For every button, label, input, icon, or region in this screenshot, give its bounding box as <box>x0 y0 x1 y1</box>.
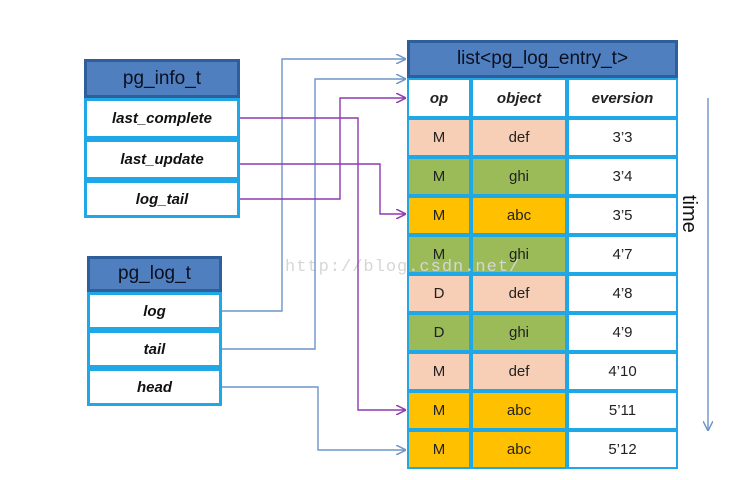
cell-object: ghi <box>471 157 567 196</box>
arrow-log-tail-to-list <box>240 98 405 200</box>
arrow-tail-to-list <box>222 79 405 350</box>
cell-op: M <box>407 391 471 430</box>
field-head: head <box>87 368 222 406</box>
arrow-log-to-list <box>222 59 405 312</box>
arrow-last-update-to-entry <box>240 163 405 214</box>
list-title: list<pg_log_entry_t> <box>407 40 678 78</box>
cell-eversion: 3’3 <box>567 118 678 157</box>
pg-info-title: pg_info_t <box>84 59 240 98</box>
field-log: log <box>87 292 222 330</box>
cell-object: ghi <box>471 235 567 274</box>
watermark: http://blog.csdn.net/ <box>285 258 521 277</box>
cell-op: M <box>407 118 471 157</box>
field-log-tail: log_tail <box>84 180 240 218</box>
cell-eversion: 5’12 <box>567 430 678 469</box>
cell-eversion: 5’11 <box>567 391 678 430</box>
column-header-eversion: eversion <box>567 78 678 118</box>
cell-eversion: 4’8 <box>567 274 678 313</box>
cell-eversion: 3’5 <box>567 196 678 235</box>
arrow-last-complete-to-entry <box>240 117 405 410</box>
cell-op: D <box>407 274 471 313</box>
cell-object: abc <box>471 196 567 235</box>
column-header-op: op <box>407 78 471 118</box>
field-last-complete: last_complete <box>84 98 240 139</box>
cell-op: M <box>407 157 471 196</box>
cell-op: D <box>407 313 471 352</box>
cell-op: M <box>407 196 471 235</box>
arrow-head-to-last-entry <box>222 386 405 450</box>
cell-op: M <box>407 430 471 469</box>
cell-object: abc <box>471 391 567 430</box>
field-tail: tail <box>87 330 222 368</box>
field-last-update: last_update <box>84 139 240 180</box>
cell-object: def <box>471 352 567 391</box>
cell-eversion: 3’4 <box>567 157 678 196</box>
cell-object: ghi <box>471 313 567 352</box>
pg-log-title: pg_log_t <box>87 256 222 292</box>
cell-object: abc <box>471 430 567 469</box>
cell-eversion: 4’10 <box>567 352 678 391</box>
cell-object: def <box>471 118 567 157</box>
cell-op: M <box>407 235 471 274</box>
cell-eversion: 4’7 <box>567 235 678 274</box>
cell-op: M <box>407 352 471 391</box>
cell-object: def <box>471 274 567 313</box>
column-header-object: object <box>471 78 567 118</box>
cell-eversion: 4’9 <box>567 313 678 352</box>
